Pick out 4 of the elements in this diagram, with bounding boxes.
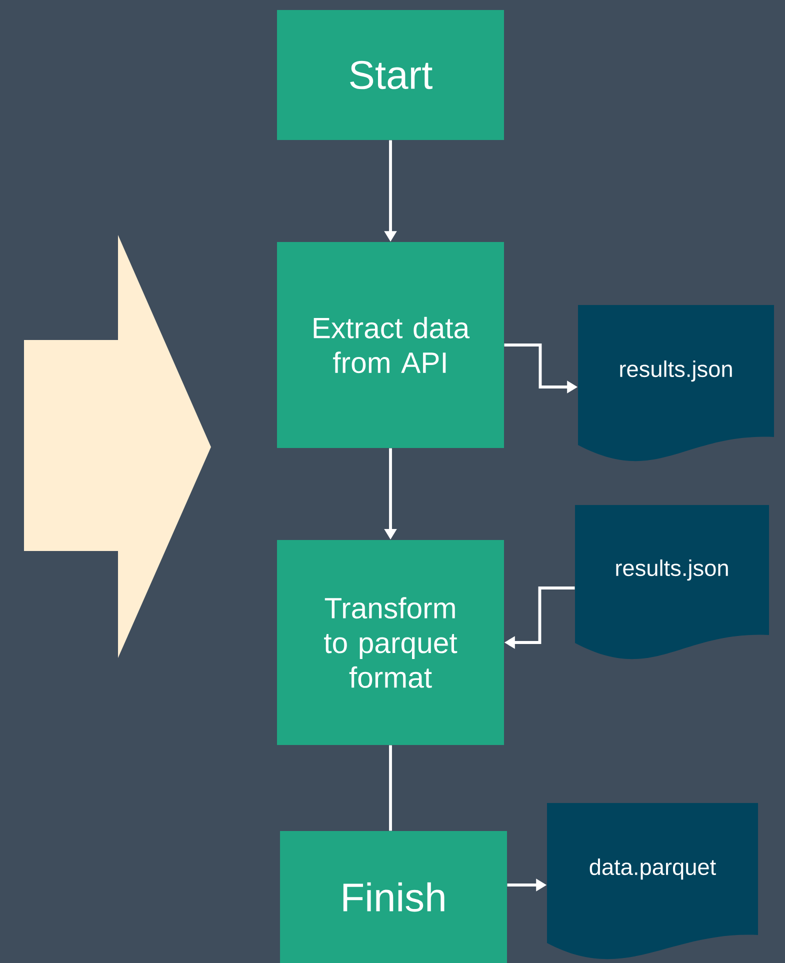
process-box: Finish: [280, 831, 507, 963]
process-box: Start: [277, 10, 504, 140]
process-box: Transform to parquet format: [277, 540, 504, 745]
process-box: Extract data from API: [277, 242, 504, 448]
